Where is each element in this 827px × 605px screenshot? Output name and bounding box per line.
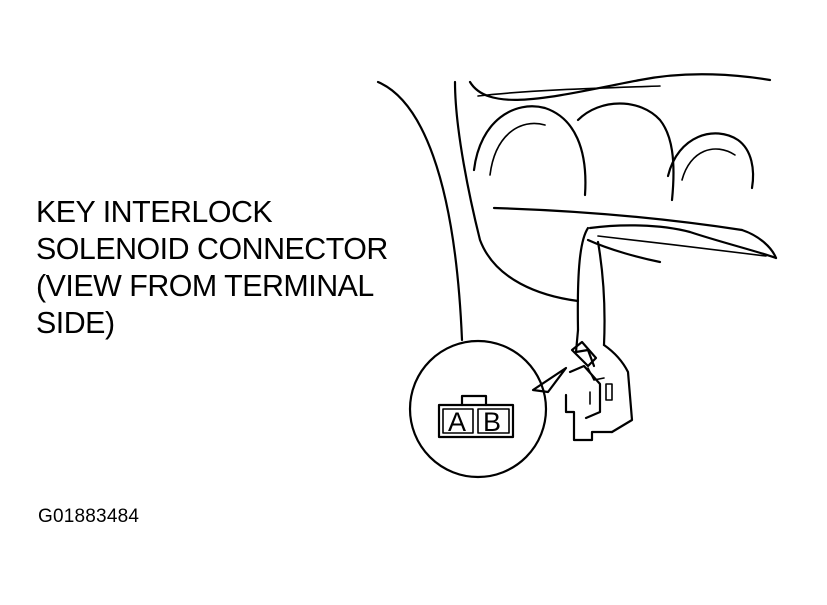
- dash-shelf: [492, 206, 778, 264]
- figure-id: G01883484: [38, 506, 140, 527]
- connector-callout: [408, 339, 568, 479]
- column-bracket: [564, 226, 634, 442]
- description-line-3: (VIEW FROM TERMINAL: [36, 268, 374, 303]
- description-line-1: KEY INTERLOCK: [36, 194, 273, 229]
- dash-outline: [376, 73, 772, 342]
- terminal-a-label: A: [448, 407, 466, 437]
- terminal-b-label: B: [483, 407, 501, 437]
- connector-description: KEY INTERLOCK SOLENOID CONNECTOR (VIEW F…: [36, 193, 388, 341]
- description-line-2: SOLENOID CONNECTOR: [36, 231, 388, 266]
- gauge-arcs: [472, 102, 755, 202]
- description-line-4: SIDE): [36, 305, 115, 340]
